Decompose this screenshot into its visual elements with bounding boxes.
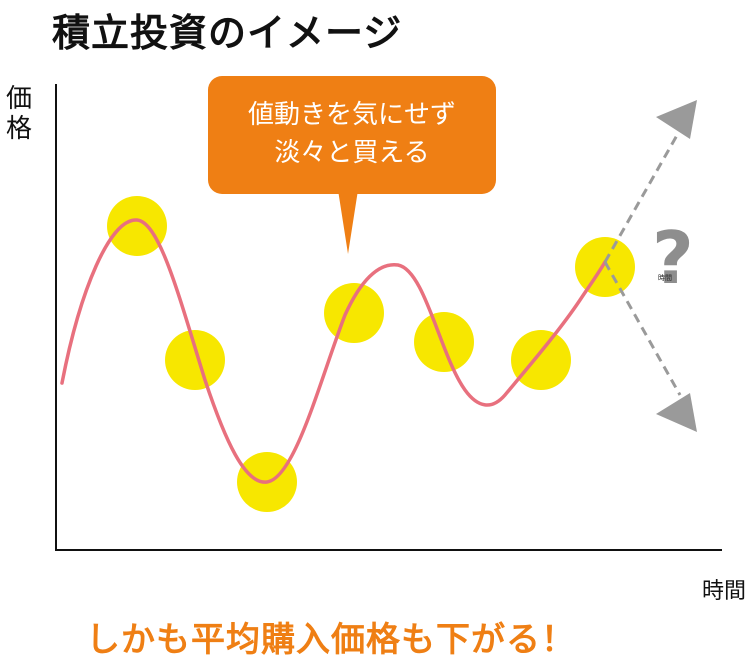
future-up-dashed-line (603, 129, 682, 263)
callout-bubble: 値動きを気にせず 淡々と買える (208, 76, 496, 194)
purchase-dot (165, 330, 225, 390)
footer-tagline: しかも平均購入価格も下がる！ (86, 620, 576, 660)
callout-line-1: 値動きを気にせず (247, 100, 456, 130)
future-arrows (603, 100, 697, 432)
purchase-dot (107, 196, 167, 256)
x-axis-label: 時間 (702, 579, 747, 604)
question-mark-icon: ? (652, 216, 694, 300)
y-axis-label-text: 価格 (5, 84, 32, 144)
price-line (60, 218, 607, 484)
purchase-dot (511, 330, 571, 390)
purchase-dot (575, 237, 635, 297)
purchase-dot (414, 312, 474, 372)
page-title: 積立投資のイメージ (52, 11, 403, 55)
future-down-dashed-line (603, 261, 682, 396)
arrow-up-right-icon (656, 100, 697, 139)
arrow-down-right-icon (656, 393, 697, 432)
callout-tail (338, 190, 358, 254)
small-time-label: 時間 (658, 274, 672, 282)
purchase-dot (324, 283, 384, 343)
callout-line-2: 淡々と買える (274, 138, 430, 168)
y-axis-label: 価格 (4, 84, 34, 144)
purchase-dots (107, 196, 635, 512)
